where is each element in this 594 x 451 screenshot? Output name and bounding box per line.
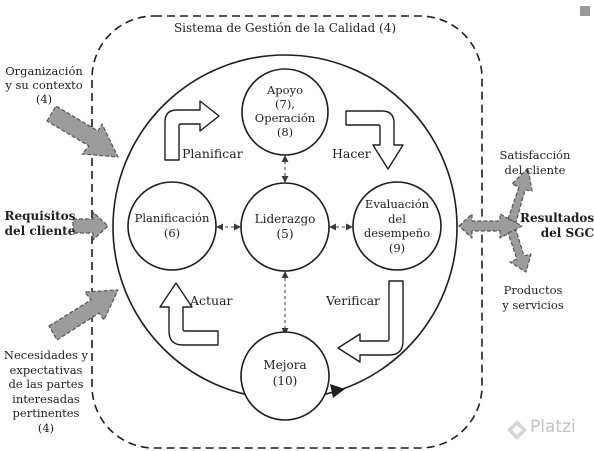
node-liderazgo — [240, 182, 330, 272]
output-arrow-results — [458, 213, 523, 239]
node-planificacion — [127, 181, 217, 271]
cycle-label-do: Hacer — [332, 146, 371, 161]
system-title: Sistema de Gestión de la Calidad (4) — [173, 21, 397, 35]
node-liderazgo-label: Liderazgo(5) — [254, 212, 316, 241]
arrow-verificar — [337, 280, 404, 363]
node-planificacion-label: Planificación(6) — [134, 211, 210, 240]
cycle-label-act: Actuar — [190, 293, 233, 308]
corner-mark — [580, 6, 590, 16]
node-mejora — [240, 331, 330, 421]
node-apoyo — [241, 68, 329, 156]
node-evaluacion — [352, 181, 442, 271]
input-arrow-organization — [46, 105, 119, 158]
output-arrow-satisfaction — [507, 167, 533, 223]
input-arrow-client — [72, 211, 109, 241]
cycle-arrowhead — [330, 384, 345, 398]
cycle-label-plan: Planificar — [182, 146, 243, 161]
output-arrow-products — [507, 229, 532, 273]
system-boundary — [91, 15, 483, 449]
arrow-hacer — [345, 110, 404, 170]
platzi-logo-icon — [507, 420, 527, 440]
platzi-watermark-text: Platzi — [530, 417, 576, 437]
arrow-actuar — [159, 282, 219, 346]
node-mejora-label: Mejora(10) — [263, 358, 307, 388]
platzi-watermark — [507, 420, 527, 440]
cycle-label-check: Verificar — [326, 293, 381, 308]
node-apoyo-label: Apoyo(7),Operación(8) — [254, 83, 316, 139]
output-arrows — [458, 167, 533, 273]
input-arrow-stakeholders — [48, 289, 119, 341]
arrow-planificar — [164, 100, 220, 161]
